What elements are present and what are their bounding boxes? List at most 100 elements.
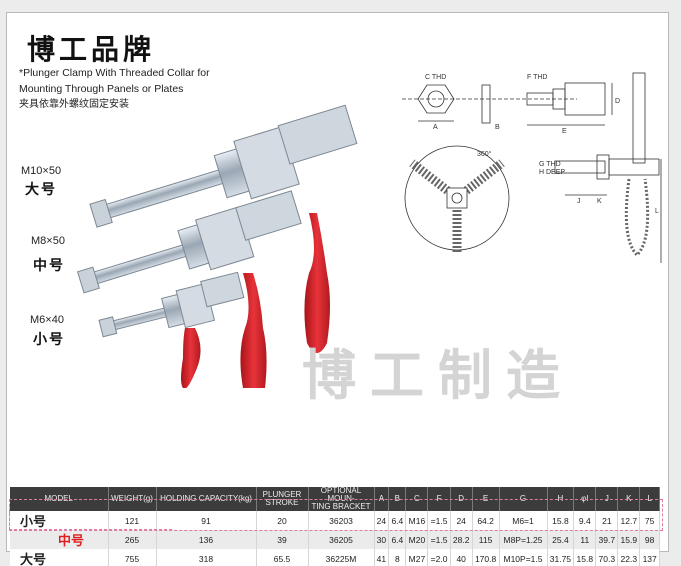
cell-h: 15.8 xyxy=(547,511,575,530)
size-label-small: M6×40 xyxy=(30,314,64,326)
label-g-thd: G THD xyxy=(539,161,561,168)
cell-d: 40 xyxy=(450,549,473,566)
cell-h: 31.75 xyxy=(547,549,575,566)
cell-phi-i: 15.8 xyxy=(573,549,597,566)
col-bracket: OPTIONAL MOUN-TING BRACKET xyxy=(308,486,375,511)
col-model: MODEL xyxy=(10,487,109,511)
label-c-thd: C THD xyxy=(425,74,446,81)
col-l: L xyxy=(639,487,660,511)
label-a: A xyxy=(433,124,438,131)
col-d: D xyxy=(450,487,473,511)
col-j: J xyxy=(595,487,619,511)
cell-g: M6=1 xyxy=(499,511,548,530)
cell-capacity: 136 xyxy=(156,530,257,549)
cell-phi-i: 11 xyxy=(573,530,597,549)
cell-a: 24 xyxy=(374,511,390,530)
cell-capacity: 318 xyxy=(156,549,257,566)
cell-j: 70.3 xyxy=(595,549,619,566)
label-angle: 360° xyxy=(477,150,492,158)
spec-table: MODEL WEIGHT(g) HOLDING CAPACITY(kg) PLU… xyxy=(10,487,660,566)
cell-e: 64.2 xyxy=(472,511,500,530)
cell-f: =1.5 xyxy=(427,511,451,530)
cell-e: 115 xyxy=(472,530,500,549)
cell-weight: 755 xyxy=(108,549,157,566)
label-l: L xyxy=(655,208,659,215)
clamp-product-illustration xyxy=(77,104,358,388)
col-stroke-line1: PLUNGER xyxy=(262,490,302,499)
subtitle-line-1: *Plunger Clamp With Threaded Collar for xyxy=(19,67,210,79)
label-h-deep: H DEEP xyxy=(539,169,565,176)
col-bracket-line2: TING BRACKET xyxy=(311,502,371,511)
technical-drawing: C THD A B F THD D E 360° G THD H DEEP φI… xyxy=(402,72,662,263)
cell-c: M20 xyxy=(405,530,429,549)
product-sheet: 博工品牌 *Plunger Clamp With Threaded Collar… xyxy=(6,12,669,552)
cell-stroke: 39 xyxy=(256,530,309,549)
cell-d: 24 xyxy=(450,511,473,530)
label-f-thd: F THD xyxy=(527,74,547,81)
table-header-row: MODEL WEIGHT(g) HOLDING CAPACITY(kg) PLU… xyxy=(10,487,660,511)
cell-f: =1.5 xyxy=(427,530,451,549)
col-c: C xyxy=(405,487,429,511)
cell-bracket: 36225M xyxy=(308,549,375,566)
cell-a: 30 xyxy=(374,530,390,549)
cell-e: 170.8 xyxy=(472,549,500,566)
cell-h: 25.4 xyxy=(547,530,575,549)
cell-capacity: 91 xyxy=(156,511,257,530)
col-a: A xyxy=(374,487,390,511)
col-e: E xyxy=(472,487,500,511)
cell-model: 小号 xyxy=(10,511,109,530)
cell-l: 137 xyxy=(639,549,660,566)
watermark-text: 博工制造 xyxy=(302,343,574,407)
cell-stroke: 65.5 xyxy=(256,549,309,566)
cell-b: 8 xyxy=(388,549,407,566)
label-e: E xyxy=(562,128,567,135)
size-cn-small: 小号 xyxy=(33,332,65,348)
cell-model: 大号 xyxy=(10,549,109,566)
cell-phi-i: 9.4 xyxy=(573,511,597,530)
col-k: K xyxy=(617,487,641,511)
size-label-large: M10×50 xyxy=(21,165,62,177)
brand-title: 博工品牌 xyxy=(27,33,156,66)
col-phi-i: φI xyxy=(573,487,597,511)
col-capacity: HOLDING CAPACITY(kg) xyxy=(156,487,257,511)
cell-j: 39.7 xyxy=(595,530,619,549)
cell-k: 15.9 xyxy=(617,530,641,549)
cell-weight: 121 xyxy=(108,511,157,530)
col-b: B xyxy=(388,487,407,511)
cell-b: 6.4 xyxy=(388,530,407,549)
cell-b: 6.4 xyxy=(388,511,407,530)
size-cn-medium: 中号 xyxy=(33,258,65,274)
size-cn-large: 大号 xyxy=(25,182,57,198)
cell-stroke: 20 xyxy=(256,511,309,530)
col-g: G xyxy=(499,487,548,511)
cell-g: M10P=1.5 xyxy=(499,549,548,566)
cell-d: 28.2 xyxy=(450,530,473,549)
subtitle-cn: 夹具依靠外螺纹固定安装 xyxy=(19,99,129,110)
product-description: *Plunger Clamp With Threaded Collar for … xyxy=(19,65,269,113)
cell-j: 21 xyxy=(595,511,619,530)
cell-l: 98 xyxy=(639,530,660,549)
table-row: 大号 755 318 65.5 36225M 41 8 M27 =2.0 40 … xyxy=(10,549,660,566)
cell-bracket: 36205 xyxy=(308,530,375,549)
col-stroke-line2: STROKE xyxy=(265,498,299,507)
cell-a: 41 xyxy=(374,549,390,566)
cell-c: M16 xyxy=(405,511,429,530)
subtitle-line-2: Mounting Through Panels or Plates xyxy=(19,83,184,95)
col-h: H xyxy=(547,487,575,511)
table-row: 小号 121 91 20 36203 24 6.4 M16 =1.5 24 64… xyxy=(10,511,660,530)
label-d: D xyxy=(615,98,620,105)
table-row: 中号 265 136 39 36205 30 6.4 M20 =1.5 28.2… xyxy=(10,530,660,549)
col-bracket-line1: OPTIONAL MOUN- xyxy=(320,486,362,503)
label-j: J xyxy=(577,198,581,205)
cell-f: =2.0 xyxy=(427,549,451,566)
cell-weight: 265 xyxy=(108,530,157,549)
cell-c: M27 xyxy=(405,549,429,566)
size-label-medium: M8×50 xyxy=(31,235,65,247)
col-f: F xyxy=(427,487,451,511)
cell-g: M8P=1.25 xyxy=(499,530,548,549)
cell-l: 75 xyxy=(639,511,660,530)
label-b: B xyxy=(495,124,500,131)
cell-k: 12.7 xyxy=(617,511,641,530)
cell-bracket: 36203 xyxy=(308,511,375,530)
